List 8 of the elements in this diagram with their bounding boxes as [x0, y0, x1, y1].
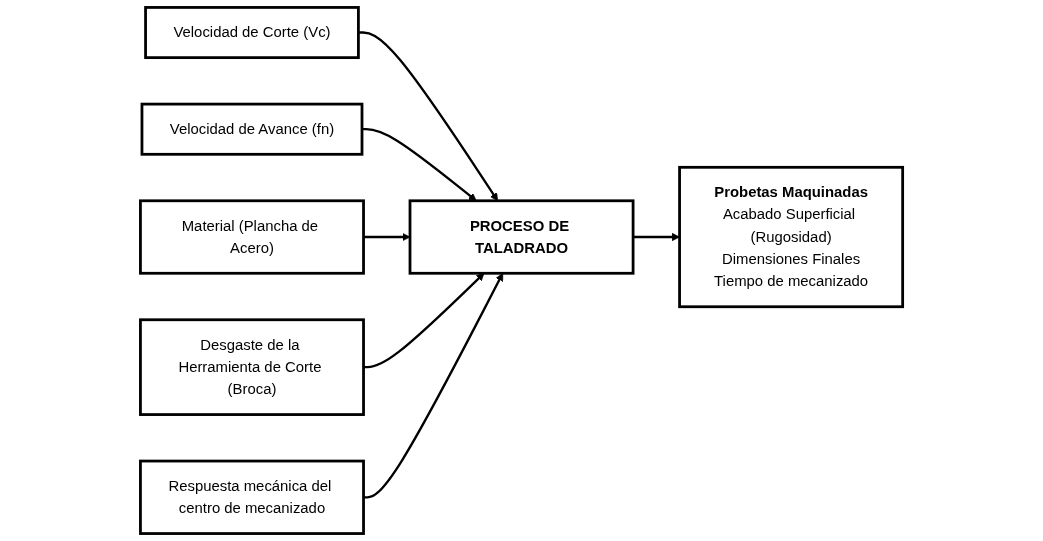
arrow — [633, 232, 680, 242]
node-box: Material (Plancha de Acero) — [139, 199, 365, 275]
node-box: Respuesta mecánica del centro de mecanizado — [139, 459, 365, 535]
node-box: Velocidad de Corte (Vc) — [144, 6, 360, 60]
node-box: Probetas Maquinadas Acabado Superficial (Rugosidad) Dimensiones Finales Tiempo de mecanizado — [678, 165, 904, 309]
node-box: Velocidad de Avance (fn) — [140, 102, 364, 156]
node-box: PROCESO DE TALADRADO — [408, 199, 635, 275]
node-box: Desgaste de la Herramienta de Corte (Broca) — [139, 318, 365, 416]
